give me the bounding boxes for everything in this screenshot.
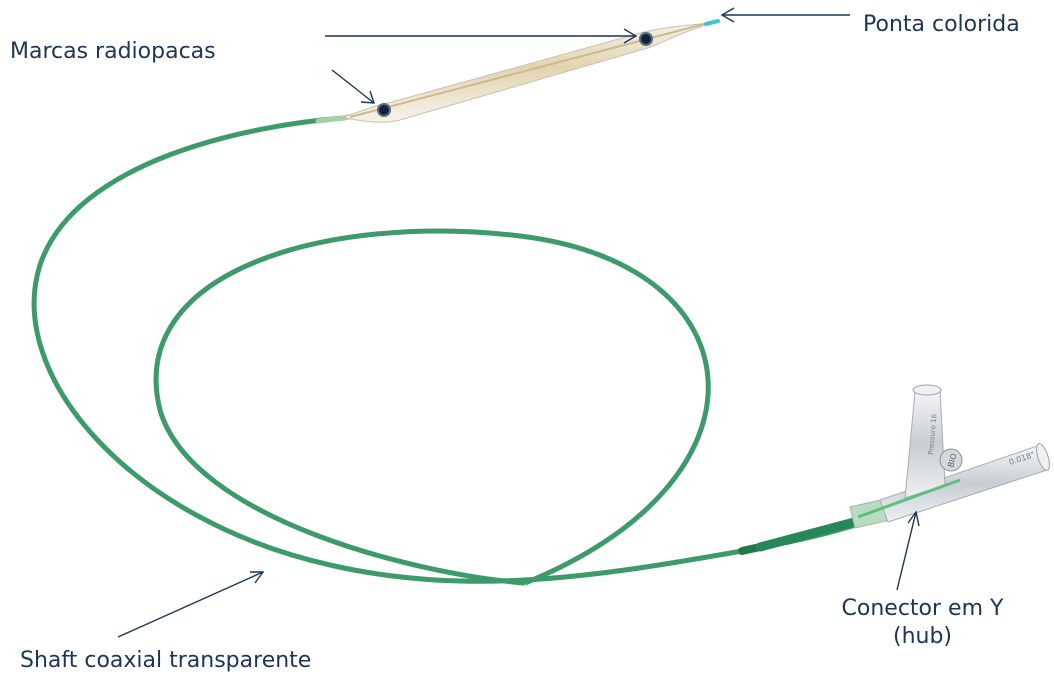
pointer-hub-line — [896, 511, 917, 591]
label-radiopaque-markers: Marcas radiopacas — [10, 39, 216, 64]
hub-main-port-cap — [1036, 443, 1050, 471]
radiopaque-marker-proximal — [377, 103, 391, 117]
pointer-marker-proximal-line — [331, 69, 375, 104]
shaft-proximal-segment — [315, 114, 353, 124]
label-y-connector-line1: Conector em Y — [841, 596, 1004, 621]
label-colored-tip: Ponta colorida — [863, 12, 1020, 37]
pointer-marker-distal-arrowhead — [623, 28, 638, 44]
shaft-loop — [153, 228, 711, 586]
hub-logo-badge — [939, 448, 963, 472]
pointer-shaft-arrowhead — [250, 571, 265, 584]
pointer-tip-arrowhead — [720, 7, 735, 23]
radiopaque-marker-distal — [639, 32, 653, 46]
label-y-connector: Conector em Y (hub) — [820, 595, 1025, 651]
label-shaft: Shaft coaxial transparente — [20, 648, 312, 673]
label-y-connector-line2: (hub) — [892, 624, 953, 649]
pointer-shaft-line — [117, 571, 264, 638]
pointer-lines — [117, 7, 920, 638]
y-connector-hub: BIO Pressure 16 0.018" — [849, 384, 1050, 529]
hub-logo-text: BIO — [946, 452, 958, 468]
balloon — [345, 22, 709, 123]
pointer-marker-proximal-arrowhead — [360, 90, 375, 104]
pointer-hub-arrowhead — [907, 510, 920, 527]
colored-tip — [704, 19, 720, 26]
hub-side-port-text: Pressure 16 — [927, 413, 939, 455]
shaft-proximal-thick — [755, 516, 863, 552]
hub-inner-tube — [857, 478, 961, 519]
hub-side-port-cap — [912, 384, 942, 396]
hub-side-port — [904, 389, 946, 499]
balloon-inner-lumen — [349, 22, 709, 118]
